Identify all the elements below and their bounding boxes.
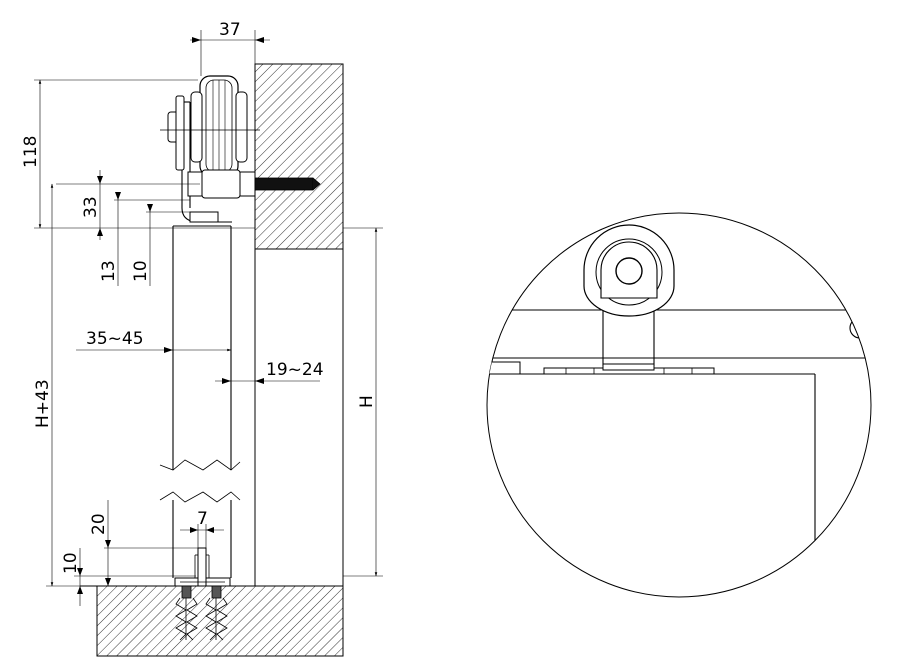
dim-118-label: 118 (21, 136, 41, 168)
wall-upper (254, 63, 344, 250)
roller-wheel (160, 75, 260, 177)
dim-7: 7 (180, 509, 224, 548)
dim-20-label: 20 (89, 513, 109, 535)
dim-h-43-label: H+43 (33, 379, 53, 428)
dim-h-43: H+43 (33, 183, 97, 587)
side-section-view: 37 118 33 13 1 (21, 20, 383, 657)
dim-13-label: 13 (99, 260, 119, 282)
dim-35-45: 35~45 (76, 329, 232, 353)
dim-10-bottom-label: 10 (61, 552, 81, 574)
floor-guide (174, 547, 231, 587)
floor-anchor-right (205, 585, 228, 641)
dim-7-label: 7 (197, 509, 208, 529)
wheel-axle (615, 257, 643, 285)
floor-anchor-left (175, 585, 198, 641)
dim-37: 37 (190, 20, 270, 76)
dim-118: 118 (21, 79, 255, 229)
dim-10-bottom: 10 (61, 548, 196, 606)
front-roller-wheel (583, 224, 675, 317)
dim-33-label: 33 (81, 196, 101, 218)
front-detail-view (486, 212, 872, 598)
wall-lower (254, 248, 344, 587)
dim-13: 13 (99, 192, 190, 286)
door-panel (159, 225, 241, 578)
dim-19-24: 19~24 (215, 360, 324, 384)
wall-bolt (187, 169, 321, 199)
detail-circle (486, 212, 872, 598)
dim-33: 33 (56, 170, 200, 240)
dim-19-24-label: 19~24 (266, 360, 324, 380)
dim-35-45-label: 35~45 (86, 329, 144, 349)
dim-20: 20 (89, 500, 198, 586)
dim-h: H (343, 227, 383, 577)
dim-h-label: H (357, 395, 377, 408)
dim-10-top: 10 (131, 204, 190, 286)
dim-37-label: 37 (219, 20, 241, 40)
dim-10-top-label: 10 (131, 260, 151, 282)
